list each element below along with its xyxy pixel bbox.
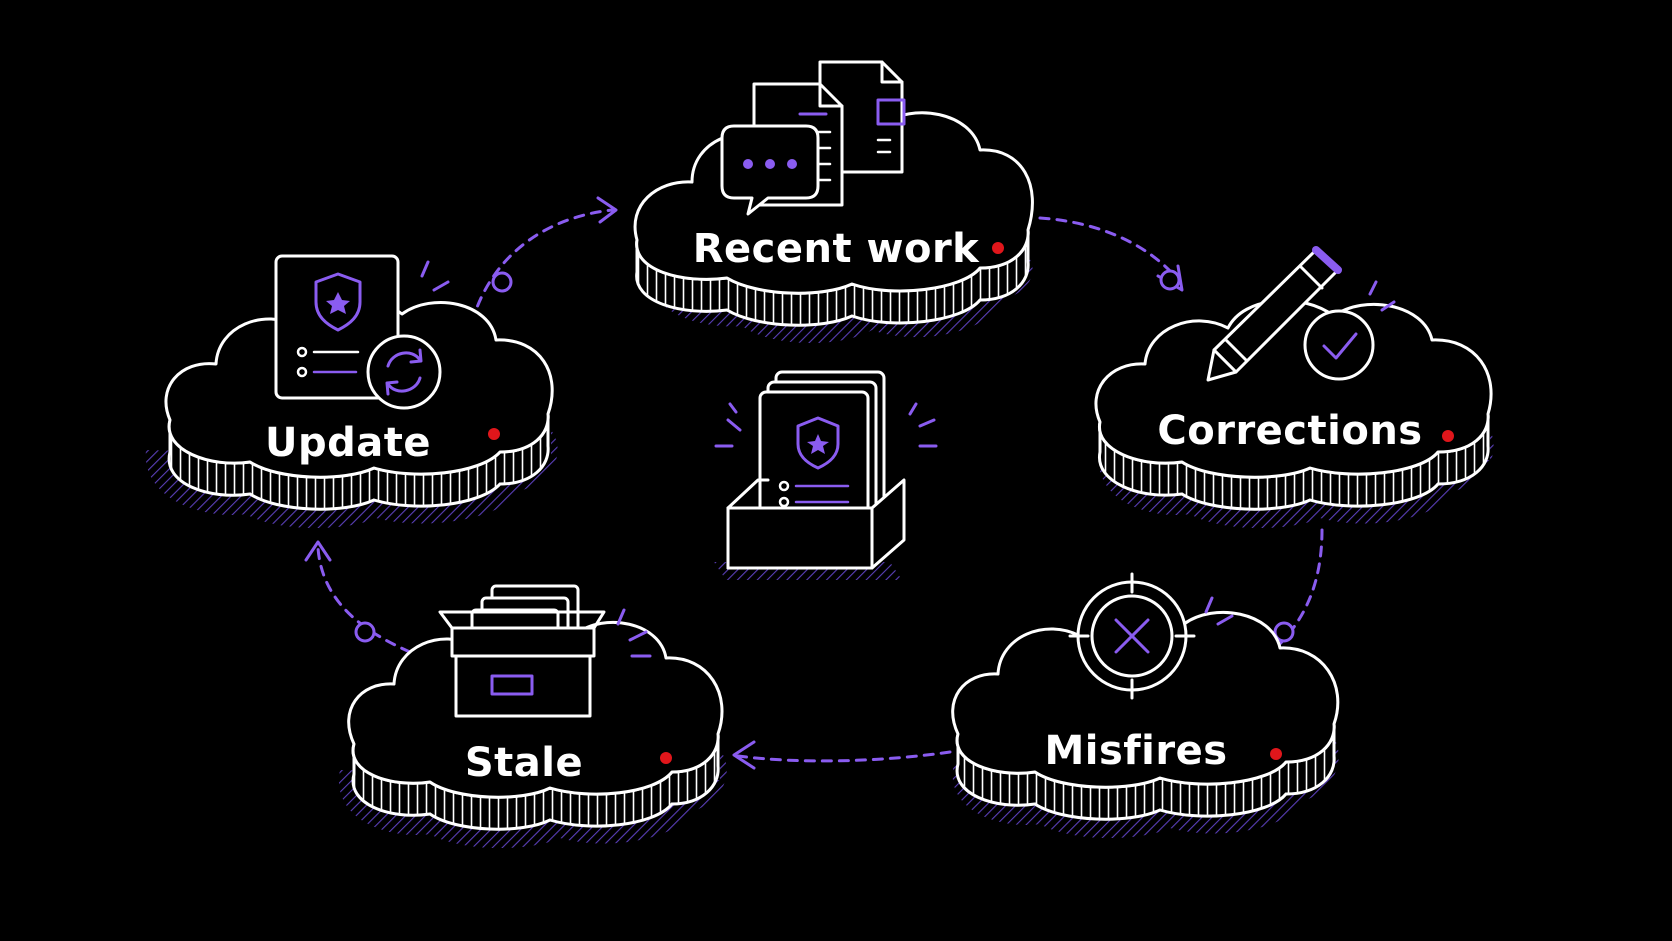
flow-arrow-misfires-to-stale bbox=[736, 750, 952, 763]
cloud-top bbox=[951, 607, 1340, 789]
node-label-misfires: Misfires bbox=[1044, 728, 1227, 774]
spark-lines bbox=[1368, 280, 1396, 312]
pencil-with-checkmark-icon bbox=[1206, 246, 1375, 382]
flow-arrow-stale-to-update bbox=[316, 546, 412, 654]
flow-arrow-corrections-to-misfires bbox=[1260, 528, 1324, 662]
flow-node-ring bbox=[1273, 621, 1295, 643]
flow-node-ring bbox=[1159, 269, 1181, 291]
arrowhead bbox=[732, 740, 756, 770]
spark-lines bbox=[420, 260, 450, 292]
policy-card-holder-icon bbox=[714, 370, 906, 580]
archive-box-icon bbox=[438, 584, 606, 718]
status-dot-corrections bbox=[1442, 430, 1454, 442]
flow-arrow-update-to-recent-work bbox=[470, 208, 614, 324]
status-dot-stale bbox=[660, 752, 672, 764]
spark-lines bbox=[714, 402, 938, 448]
node-label-stale: Stale bbox=[465, 740, 583, 786]
documents-with-chat-bubble-icon bbox=[720, 60, 906, 216]
flow-node-ring bbox=[491, 271, 513, 293]
arrowhead bbox=[304, 540, 332, 562]
arrowhead bbox=[596, 196, 618, 224]
node-label-update: Update bbox=[265, 420, 431, 466]
spark-lines bbox=[616, 608, 652, 658]
flow-arrow-recent-work-to-corrections bbox=[1038, 216, 1182, 284]
cloud-top bbox=[1094, 299, 1493, 479]
node-misfires bbox=[951, 607, 1340, 839]
crosshair-target-x-icon bbox=[1068, 572, 1196, 700]
status-dot-recent-work bbox=[992, 242, 1004, 254]
policy-document-refresh-icon bbox=[274, 254, 442, 410]
node-label-recent-work: Recent work bbox=[693, 226, 980, 272]
status-dot-misfires bbox=[1270, 748, 1282, 760]
status-dot-update bbox=[488, 428, 500, 440]
spark-lines bbox=[1204, 596, 1234, 626]
node-corrections bbox=[1094, 299, 1494, 529]
flow-arrows bbox=[304, 196, 1324, 770]
node-label-corrections: Corrections bbox=[1157, 408, 1422, 454]
flow-node-ring bbox=[354, 621, 376, 643]
